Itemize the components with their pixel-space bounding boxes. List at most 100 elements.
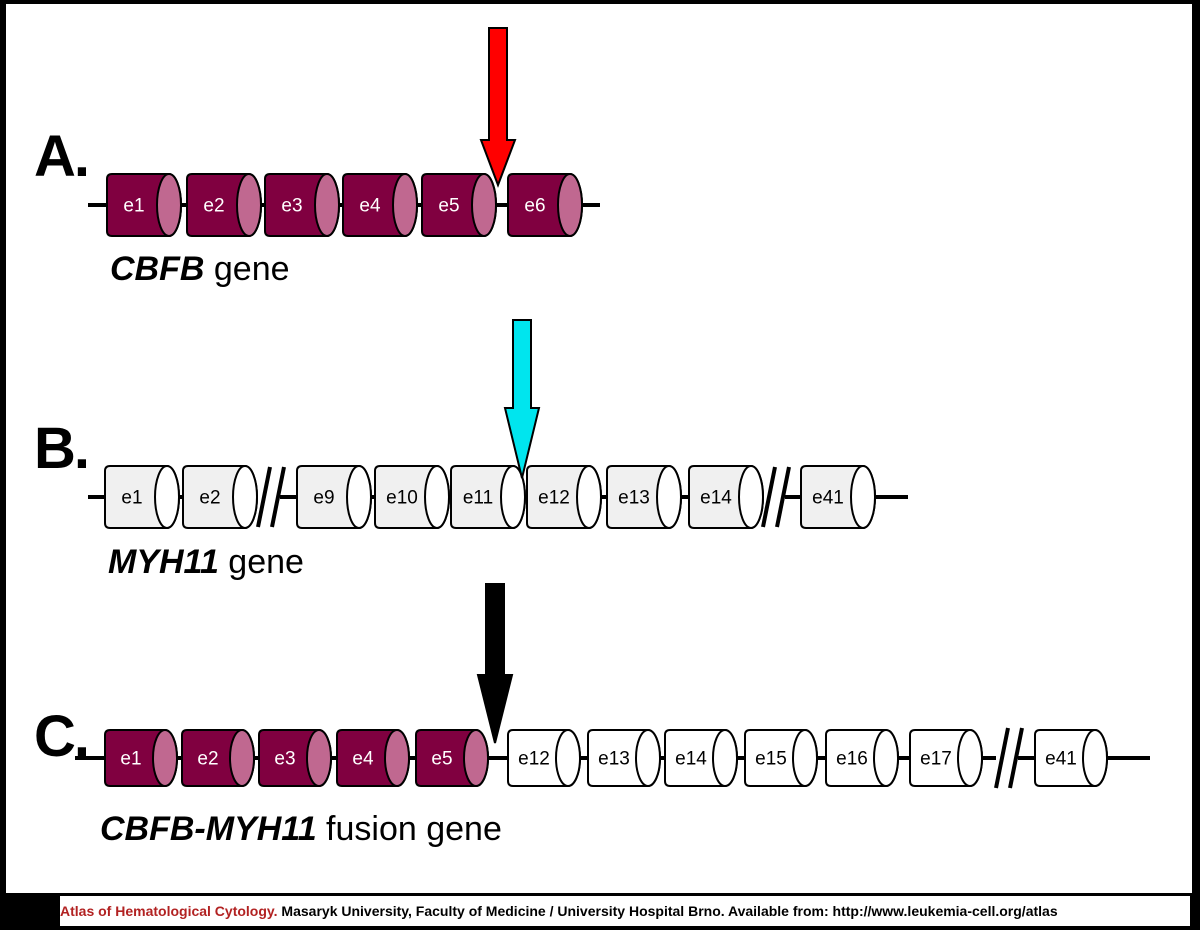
gap-slash — [775, 466, 791, 528]
gene-suffix: gene — [218, 543, 304, 581]
exon-cap — [635, 729, 661, 787]
exon-cap — [500, 465, 526, 529]
exon-b-e12: e12 — [526, 465, 602, 529]
exon-cap — [314, 173, 340, 237]
exon-label: e1 — [120, 749, 141, 770]
exon-cap — [656, 465, 682, 529]
exon-cap — [463, 729, 489, 787]
exon-label: e3 — [274, 749, 295, 770]
gene-symbol: MYH11 — [108, 543, 219, 581]
exon-c-e5: e5 — [415, 729, 489, 787]
footer-bar: Atlas of Hematological Cytology. Masaryk… — [0, 896, 1200, 930]
exon-c-e2: e2 — [181, 729, 255, 787]
exon-label: e5 — [438, 196, 459, 217]
exon-b-e10: e10 — [374, 465, 450, 529]
exon-c-e13: e13 — [587, 729, 661, 787]
exon-label: e9 — [313, 488, 334, 509]
citation-atlas-title: Atlas of Hematological Cytology. — [60, 903, 278, 919]
exon-label: e12 — [538, 488, 570, 509]
exon-b-e41: e41 — [800, 465, 876, 529]
breakpoint-arrow-b — [503, 319, 541, 479]
exon-cap — [1082, 729, 1108, 787]
exon-c-e16: e16 — [825, 729, 899, 787]
exon-cap — [738, 465, 764, 529]
exon-label: e41 — [812, 488, 844, 509]
exon-label: e5 — [431, 749, 452, 770]
exon-label: e14 — [675, 749, 707, 770]
exon-b-e2: e2 — [182, 465, 258, 529]
gap-slash — [761, 466, 777, 528]
exon-cap — [555, 729, 581, 787]
exon-label: e6 — [524, 196, 545, 217]
exon-cap — [712, 729, 738, 787]
exon-b-e14: e14 — [688, 465, 764, 529]
exon-c-e12: e12 — [507, 729, 581, 787]
exon-label: e3 — [281, 196, 302, 217]
exon-c-e41: e41 — [1034, 729, 1108, 787]
exon-label: e4 — [352, 749, 374, 770]
gene-suffix: gene — [204, 250, 290, 288]
exon-label: e13 — [598, 749, 630, 770]
exon-label: e2 — [197, 749, 218, 770]
gene-symbol: CBFB — [110, 250, 205, 288]
exon-cap — [957, 729, 983, 787]
exon-label: e2 — [199, 488, 220, 509]
exon-b-e11: e11 — [450, 465, 526, 529]
exon-label: e4 — [359, 196, 381, 217]
exon-a-e4: e4 — [342, 173, 418, 237]
panel-letter-b: B. — [34, 416, 90, 481]
exon-b-e9: e9 — [296, 465, 372, 529]
exon-cap — [154, 465, 180, 529]
gene-symbol: CBFB-MYH11 — [100, 810, 317, 848]
exon-label: e41 — [1045, 749, 1077, 770]
gap-slash — [256, 466, 272, 528]
exon-cap — [236, 173, 262, 237]
gap-slash — [1008, 727, 1024, 789]
exon-label: e10 — [386, 488, 418, 509]
exon-label: e1 — [123, 196, 144, 217]
exon-a-e6: e6 — [507, 173, 583, 237]
exon-cap — [306, 729, 332, 787]
exon-label: e12 — [518, 749, 550, 770]
caption-fusion-gene: CBFB-MYH11 fusion gene — [100, 810, 502, 849]
exon-cap — [424, 465, 450, 529]
exon-label: e15 — [755, 749, 787, 770]
exon-cap — [232, 465, 258, 529]
exon-cap — [152, 729, 178, 787]
exon-c-e1: e1 — [104, 729, 178, 787]
gene-suffix: fusion gene — [316, 810, 502, 848]
citation: Atlas of Hematological Cytology. Masaryk… — [60, 896, 1190, 926]
exon-b-e1: e1 — [104, 465, 180, 529]
exon-cap — [229, 729, 255, 787]
exon-label: e16 — [836, 749, 868, 770]
exon-cap — [384, 729, 410, 787]
exon-label: e17 — [920, 749, 952, 770]
caption-myh11-gene: MYH11 gene — [108, 543, 304, 582]
exon-label: e14 — [700, 488, 732, 509]
exon-cap — [873, 729, 899, 787]
gap-slash — [994, 727, 1010, 789]
exon-label: e2 — [203, 196, 224, 217]
citation-source: Masaryk University, Faculty of Medicine … — [277, 903, 1058, 919]
exon-c-e14: e14 — [664, 729, 738, 787]
exon-cap — [392, 173, 418, 237]
gap-slash — [270, 466, 286, 528]
exon-a-e5: e5 — [421, 173, 497, 237]
caption-cbfb-gene: CBFB gene — [110, 250, 290, 289]
exon-cap — [576, 465, 602, 529]
exon-label: e1 — [121, 488, 142, 509]
gap-marker — [761, 466, 791, 528]
exon-c-e15: e15 — [744, 729, 818, 787]
exon-c-e17: e17 — [909, 729, 983, 787]
panel-letter-c: C. — [34, 704, 90, 769]
exon-b-e13: e13 — [606, 465, 682, 529]
exon-cap — [792, 729, 818, 787]
exon-a-e2: e2 — [186, 173, 262, 237]
breakpoint-arrow-c — [476, 583, 514, 744]
exon-cap — [156, 173, 182, 237]
exon-label: e13 — [618, 488, 650, 509]
exon-a-e3: e3 — [264, 173, 340, 237]
exon-label: e11 — [463, 488, 493, 509]
gap-marker — [256, 466, 286, 528]
